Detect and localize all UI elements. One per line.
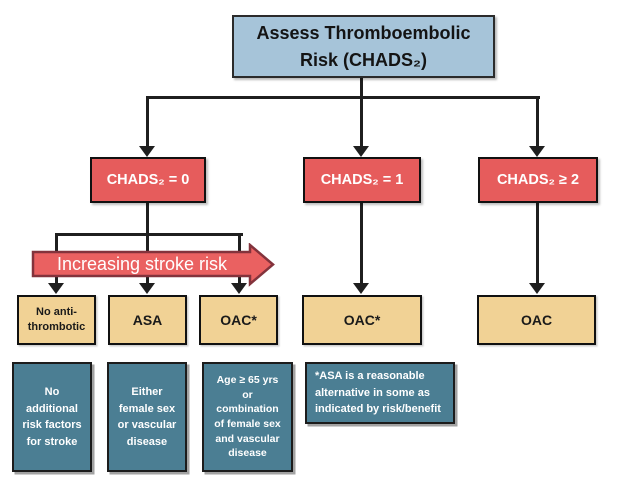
criteria-box-no-risk-factors: No additional risk factors for stroke (12, 362, 92, 472)
chads2-1-box: CHADS₂ = 1 (303, 157, 421, 203)
criteria-text: Age ≥ 65 yrs or combination of female se… (214, 373, 281, 460)
chads2-2plus-box: CHADS₂ ≥ 2 (478, 157, 598, 203)
arrow-down-icon (529, 146, 545, 157)
criteria-box-female-or-vascular: Either female sex or vascular disease (107, 362, 187, 472)
connector-line (360, 78, 363, 146)
connector-line (55, 233, 243, 236)
chads2-2plus-label: CHADS₂ ≥ 2 (496, 172, 580, 188)
oac-star-box-left: OAC* (199, 295, 278, 345)
criteria-box-age-or-combination: Age ≥ 65 yrs or combination of female se… (202, 362, 293, 472)
no-antithrombotic-label: No anti- thrombotic (27, 306, 86, 333)
oac-box: OAC (477, 295, 596, 345)
footnote-text: *ASA is a reasonable alternative in some… (315, 370, 441, 416)
no-antithrombotic-box: No anti- thrombotic (17, 295, 96, 345)
connector-line (360, 203, 363, 283)
chads2-1-label: CHADS₂ = 1 (320, 172, 404, 188)
arrow-down-icon (139, 146, 155, 157)
assess-risk-header-box: Assess Thromboembolic Risk (CHADS₂) (232, 15, 495, 78)
arrow-down-icon (139, 283, 155, 294)
asa-label: ASA (132, 312, 163, 328)
arrow-down-icon (353, 146, 369, 157)
criteria-text: No additional risk factors for stroke (22, 386, 82, 448)
arrow-down-icon (353, 283, 369, 294)
oac-label: OAC (520, 312, 553, 328)
criteria-text: Either female sex or vascular disease (117, 386, 177, 448)
arrow-down-icon (48, 283, 64, 294)
connector-line (146, 203, 149, 233)
increasing-stroke-risk-label: Increasing stroke risk (56, 254, 228, 274)
connector-line (536, 203, 539, 283)
asa-box: ASA (108, 295, 187, 345)
chads2-0-box: CHADS₂ = 0 (90, 157, 206, 203)
arrow-down-icon (231, 283, 247, 294)
increasing-stroke-risk-arrow: Increasing stroke risk (30, 243, 276, 287)
oac-star-label-left: OAC* (220, 312, 257, 328)
connector-line (146, 96, 540, 99)
chads2-0-label: CHADS₂ = 0 (106, 172, 190, 188)
connector-line (146, 96, 149, 146)
arrow-down-icon (529, 283, 545, 294)
assess-risk-title: Assess Thromboembolic Risk (CHADS₂) (256, 23, 471, 70)
oac-star-label-middle: OAC* (343, 312, 381, 328)
oac-star-box-middle: OAC* (302, 295, 422, 345)
connector-line (536, 96, 539, 146)
right-arrow-icon (31, 243, 275, 287)
footnote-box: *ASA is a reasonable alternative in some… (305, 362, 455, 424)
